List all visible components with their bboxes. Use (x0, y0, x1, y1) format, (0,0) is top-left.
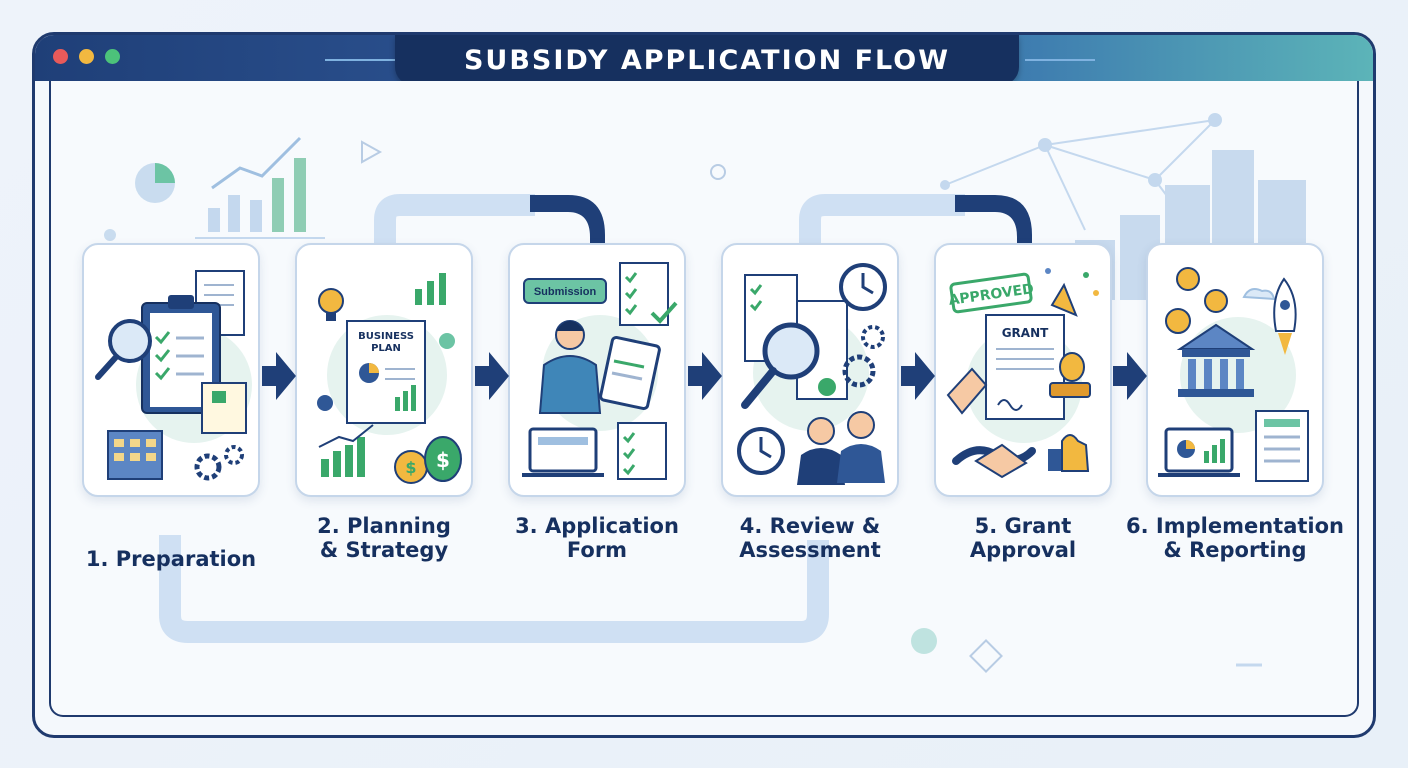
svg-text:$: $ (405, 458, 416, 477)
flow-arrow-5-6 (1113, 352, 1147, 400)
step-label-line1: 3. Application (515, 514, 679, 538)
play-triangle-icon (361, 140, 383, 164)
magnifier-review-icon (737, 263, 887, 485)
bank-rocket-icon (1158, 267, 1309, 482)
page-title: SUBSIDY APPLICATION FLOW (395, 35, 1019, 85)
step-label-line1: 4. Review & (739, 514, 881, 538)
flow-loop-connectors (159, 194, 965, 643)
step-label-line1: 6. Implementation (1126, 514, 1344, 538)
grant-doc-title: GRANT (1002, 326, 1049, 340)
step-label-line1: 2. Planning (317, 514, 451, 538)
step-label-application: 3. Application Form (487, 514, 707, 562)
step-label-line2: & Strategy (319, 538, 449, 562)
stage-card-planning[interactable]: BUSINESS PLAN $ $ (295, 243, 473, 497)
approved-grant-icon: APPROVED GRANT (946, 268, 1099, 479)
tablet-submission-icon: Submission (522, 262, 678, 480)
step-label-preparation: 1. Preparation (61, 547, 281, 571)
step-label-implementation: 6. Implementation & Reporting (1115, 514, 1355, 562)
growth-chart-icon (195, 136, 325, 239)
flow-arrow-4-5 (901, 352, 935, 400)
stage-card-review[interactable] (721, 243, 899, 497)
step-label-line2: & Reporting (1163, 538, 1307, 562)
step-label-line2: Form (566, 538, 628, 562)
step-label-line2: Approval (969, 538, 1077, 562)
flow-arrow-3-4 (688, 352, 722, 400)
minimize-window-button[interactable] (79, 49, 94, 64)
pie-chart-icon (135, 163, 175, 203)
step-label-approval: 5. Grant Approval (913, 514, 1133, 562)
step-label-line2: Assessment (739, 538, 881, 562)
step-label-line1: 1. Preparation (85, 547, 257, 571)
step-label-planning: 2. Planning & Strategy (274, 514, 494, 562)
stage-card-application[interactable]: Submission (508, 243, 686, 497)
step-label-review: 4. Review & Assessment (700, 514, 920, 562)
business-plan-doc-title-2: PLAN (371, 343, 401, 354)
svg-text:$: $ (436, 448, 450, 472)
step-label-line1: 5. Grant (974, 514, 1072, 538)
flow-panel (49, 81, 1359, 717)
flow-arrow-2-3 (475, 352, 509, 400)
clipboard-checklist-icon (95, 270, 252, 481)
stage-card-approval[interactable]: APPROVED GRANT (934, 243, 1112, 497)
business-plan-doc-title-1: BUSINESS (358, 331, 414, 342)
maximize-window-button[interactable] (105, 49, 120, 64)
business-plan-icon: BUSINESS PLAN $ $ (317, 273, 462, 484)
banner-decor-line-right (1025, 59, 1095, 61)
stage-card-preparation[interactable] (82, 243, 260, 497)
stage-card-implementation[interactable] (1146, 243, 1324, 497)
flow-arrow-1-2 (262, 352, 296, 400)
submission-badge: Submission (534, 286, 597, 298)
close-window-button[interactable] (53, 49, 68, 64)
banner-decor-line-left (325, 59, 395, 61)
